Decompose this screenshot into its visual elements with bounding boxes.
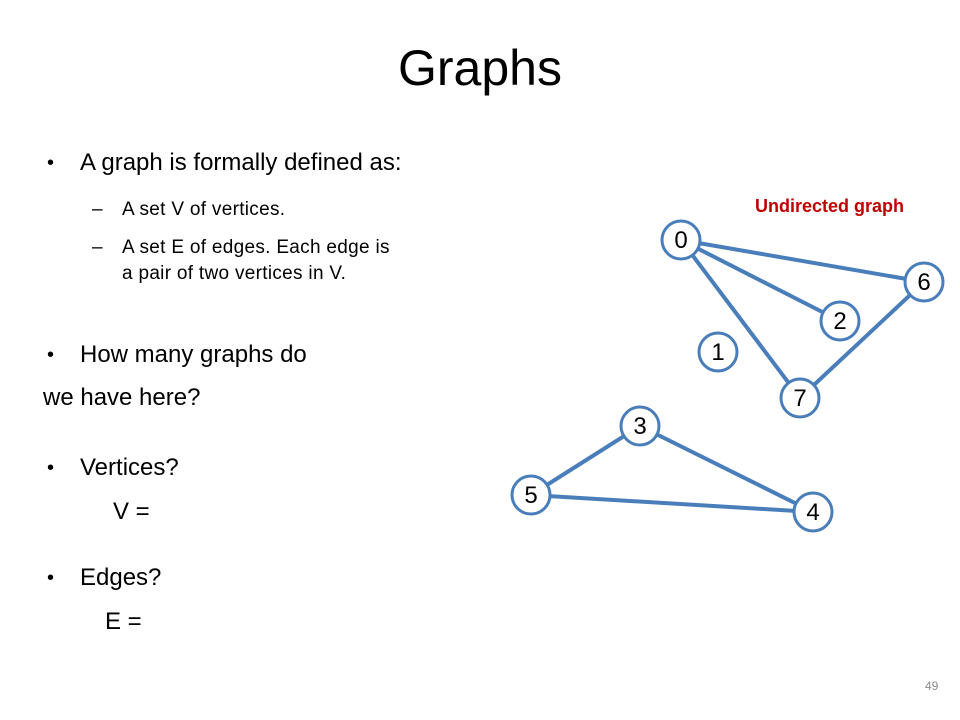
vertex-label: 7 bbox=[793, 385, 806, 412]
vertex-label: 1 bbox=[711, 339, 724, 366]
edge-0-2 bbox=[680, 238, 841, 323]
vertex-circle bbox=[792, 491, 834, 533]
bullet-edges: • Edges? bbox=[47, 563, 162, 593]
graph-label: Undirected graph bbox=[755, 196, 905, 216]
vertex-5: 5 bbox=[510, 474, 552, 516]
sub-bullet-edges: – A set E of edges. Each edge is a pair … bbox=[92, 235, 390, 287]
edge-0-6 bbox=[680, 238, 925, 284]
vertex-label: 0 bbox=[674, 227, 687, 254]
bullet-icon: • bbox=[47, 457, 55, 479]
vertex-1: 1 bbox=[697, 331, 739, 373]
edge-6-7 bbox=[798, 280, 926, 400]
sub2-line1-text: A set E of edges. Each edge is bbox=[122, 237, 390, 258]
vertex-label: 3 bbox=[633, 413, 646, 440]
vertex-label: 6 bbox=[917, 269, 930, 296]
vertex-4: 4 bbox=[792, 491, 834, 533]
vertex-circle bbox=[619, 405, 661, 447]
dash-icon: – bbox=[92, 237, 103, 258]
vertex-label: 5 bbox=[524, 482, 537, 509]
question-line1-text: How many graphs do bbox=[80, 341, 307, 368]
edge-3-4 bbox=[639, 424, 814, 514]
vertex-label: 4 bbox=[806, 499, 819, 526]
question-line2-text: we have here? bbox=[43, 384, 201, 411]
vertex-circle bbox=[903, 261, 945, 303]
bullet-icon: • bbox=[47, 344, 55, 366]
vertex-6: 6 bbox=[903, 261, 945, 303]
edge-3-5 bbox=[529, 424, 642, 497]
page-number: 49 bbox=[925, 679, 939, 693]
vertex-label: 2 bbox=[833, 308, 846, 335]
sub2-line2-text: a pair of two vertices in V. bbox=[122, 263, 347, 284]
slide-title: Graphs bbox=[398, 40, 562, 96]
vertices-text: Vertices? bbox=[80, 454, 179, 481]
bullet-icon: • bbox=[47, 567, 55, 589]
vertex-circle bbox=[660, 219, 702, 261]
vertex-circle bbox=[697, 331, 739, 373]
sub1-text: A set V of vertices. bbox=[122, 199, 286, 220]
vertex-circle bbox=[779, 377, 821, 419]
edge-5-4 bbox=[530, 493, 814, 514]
vertex-3: 3 bbox=[619, 405, 661, 447]
vertex-0: 0 bbox=[660, 219, 702, 261]
definition-text: A graph is formally defined as: bbox=[80, 149, 402, 176]
vertex-2: 2 bbox=[819, 300, 861, 342]
bullet-definition: • A graph is formally defined as: bbox=[47, 148, 402, 178]
bullet-icon: • bbox=[47, 152, 55, 174]
v-equals-text: V = bbox=[113, 498, 150, 525]
vertex-circle bbox=[510, 474, 552, 516]
vertex-circle bbox=[819, 300, 861, 342]
bullet-vertices: • Vertices? bbox=[47, 453, 179, 483]
bullet-question: • How many graphs do bbox=[47, 340, 307, 370]
edge-0-7 bbox=[679, 238, 802, 400]
vertex-7: 7 bbox=[779, 377, 821, 419]
e-equals-text: E = bbox=[105, 608, 142, 635]
edges-text: Edges? bbox=[80, 564, 162, 591]
dash-icon: – bbox=[92, 199, 103, 220]
sub-bullet-vertices: – A set V of vertices. bbox=[92, 197, 286, 223]
